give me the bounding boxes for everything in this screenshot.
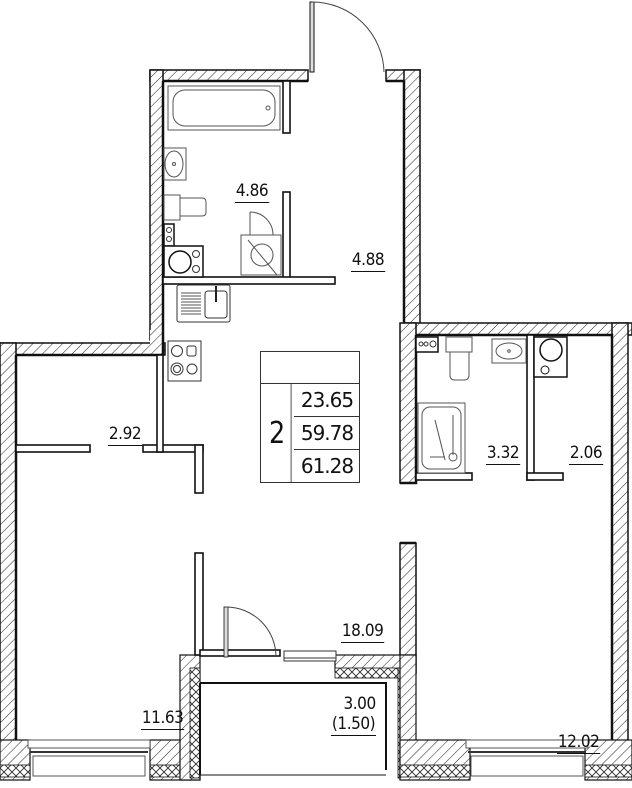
room-area-balcony-reduced: (1.50) <box>331 714 377 736</box>
toilet-icon <box>163 194 207 221</box>
room-area-bedroom-left: 11.63 <box>141 708 185 730</box>
apartment-summary-box: 2 23.65 59.78 61.28 <box>260 351 360 483</box>
balcony-outline <box>199 682 387 776</box>
sink-icon-2 <box>491 338 527 364</box>
window-icon[interactable] <box>27 739 151 777</box>
window-icon-2[interactable] <box>465 739 589 777</box>
boiler-icon <box>163 223 175 247</box>
room-area-balcony: 3.00 <box>343 694 376 714</box>
room-area-hallway: 4.88 <box>351 250 386 272</box>
toilet-icon-2 <box>445 336 473 381</box>
room-area-bedroom-right: 12.02 <box>557 732 601 754</box>
room-area-kitchen-living: 18.09 <box>341 621 385 643</box>
boiler-icon-2 <box>415 336 439 353</box>
kitchen-sink-icon <box>176 284 231 323</box>
stove-icon <box>167 340 202 382</box>
sink-icon <box>163 147 187 181</box>
washing-machine-icon <box>163 245 204 278</box>
total-area-with-balcony: 61.28 <box>300 454 354 478</box>
shower-tray-icon <box>417 402 466 474</box>
room-area-wardrobe: 2.06 <box>569 443 604 465</box>
exterior-walls <box>0 69 632 781</box>
ventilation-shaft-icon <box>240 211 282 276</box>
total-area: 59.78 <box>294 417 360 450</box>
room-area-bathroom-1: 4.86 <box>235 181 270 203</box>
room-area-bathroom-2: 3.32 <box>486 443 521 465</box>
living-area: 23.65 <box>294 384 360 417</box>
washing-machine-icon-2 <box>533 336 568 378</box>
balcony-door[interactable] <box>223 606 337 662</box>
room-area-closet: 2.92 <box>108 424 143 446</box>
entry-door[interactable] <box>309 1 385 73</box>
rooms-count: 2 <box>263 384 292 483</box>
summary-header <box>261 352 359 384</box>
bathtub-icon <box>167 85 281 131</box>
